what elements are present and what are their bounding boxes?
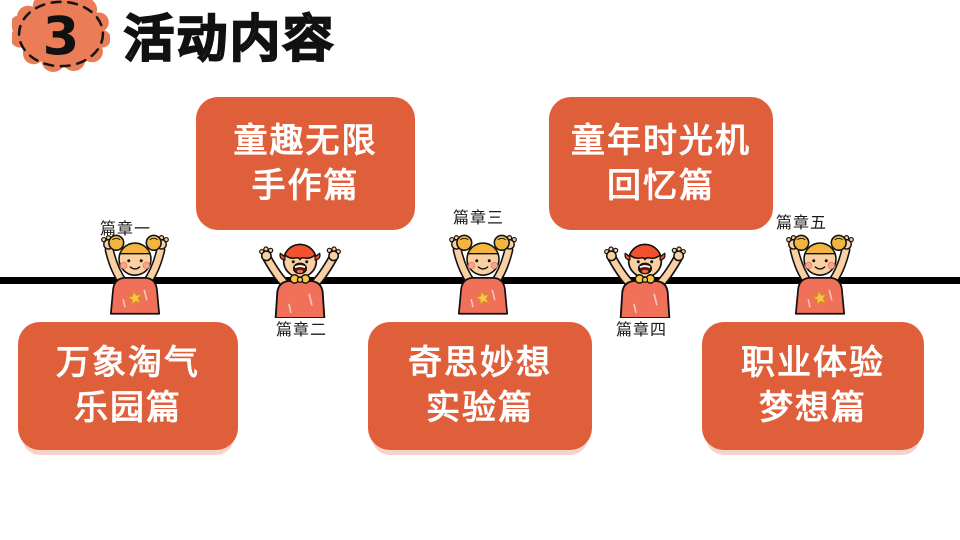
card-line1: 奇思妙想	[408, 344, 552, 383]
boy-redhair-character-icon	[603, 234, 687, 318]
cloud-shape-icon	[12, 0, 110, 73]
card-line2: 手作篇	[251, 166, 360, 205]
card-line2: 梦想篇	[759, 389, 867, 427]
dashed-border	[17, 0, 105, 68]
card-line2: 回忆篇	[607, 166, 715, 205]
chapter-label-4: 篇章四	[616, 322, 668, 339]
boy-redhair-character-icon	[258, 234, 342, 318]
content-card-handcraft: 童趣无限 手作篇	[196, 97, 415, 230]
page-title: 活动内容	[123, 10, 336, 68]
card-line1: 万象淘气	[56, 344, 200, 383]
chapter-label-3: 篇章三	[453, 210, 505, 227]
chapter-label-2: 篇章二	[276, 322, 328, 339]
chapter-label-5: 篇章五	[776, 215, 828, 232]
girl-pigtails-character-icon	[444, 231, 522, 317]
card-line1: 职业体验	[741, 344, 885, 383]
content-card-dream: 职业体验 梦想篇	[702, 322, 924, 450]
content-card-playground: 万象淘气 乐园篇	[18, 322, 238, 450]
chapter-label-1: 篇章一	[100, 221, 152, 238]
content-card-experiment: 奇思妙想 实验篇	[368, 322, 592, 450]
card-line1: 童年时光机	[571, 121, 751, 160]
section-number: 3	[43, 6, 80, 67]
section-number-badge: 3	[12, 0, 110, 73]
card-line2: 乐园篇	[74, 389, 182, 427]
content-card-memory: 童年时光机 回忆篇	[549, 97, 773, 230]
card-line2: 实验篇	[426, 389, 534, 427]
card-line1: 童趣无限	[233, 121, 378, 160]
girl-pigtails-character-icon	[96, 231, 174, 317]
girl-pigtails-character-icon	[781, 231, 859, 317]
